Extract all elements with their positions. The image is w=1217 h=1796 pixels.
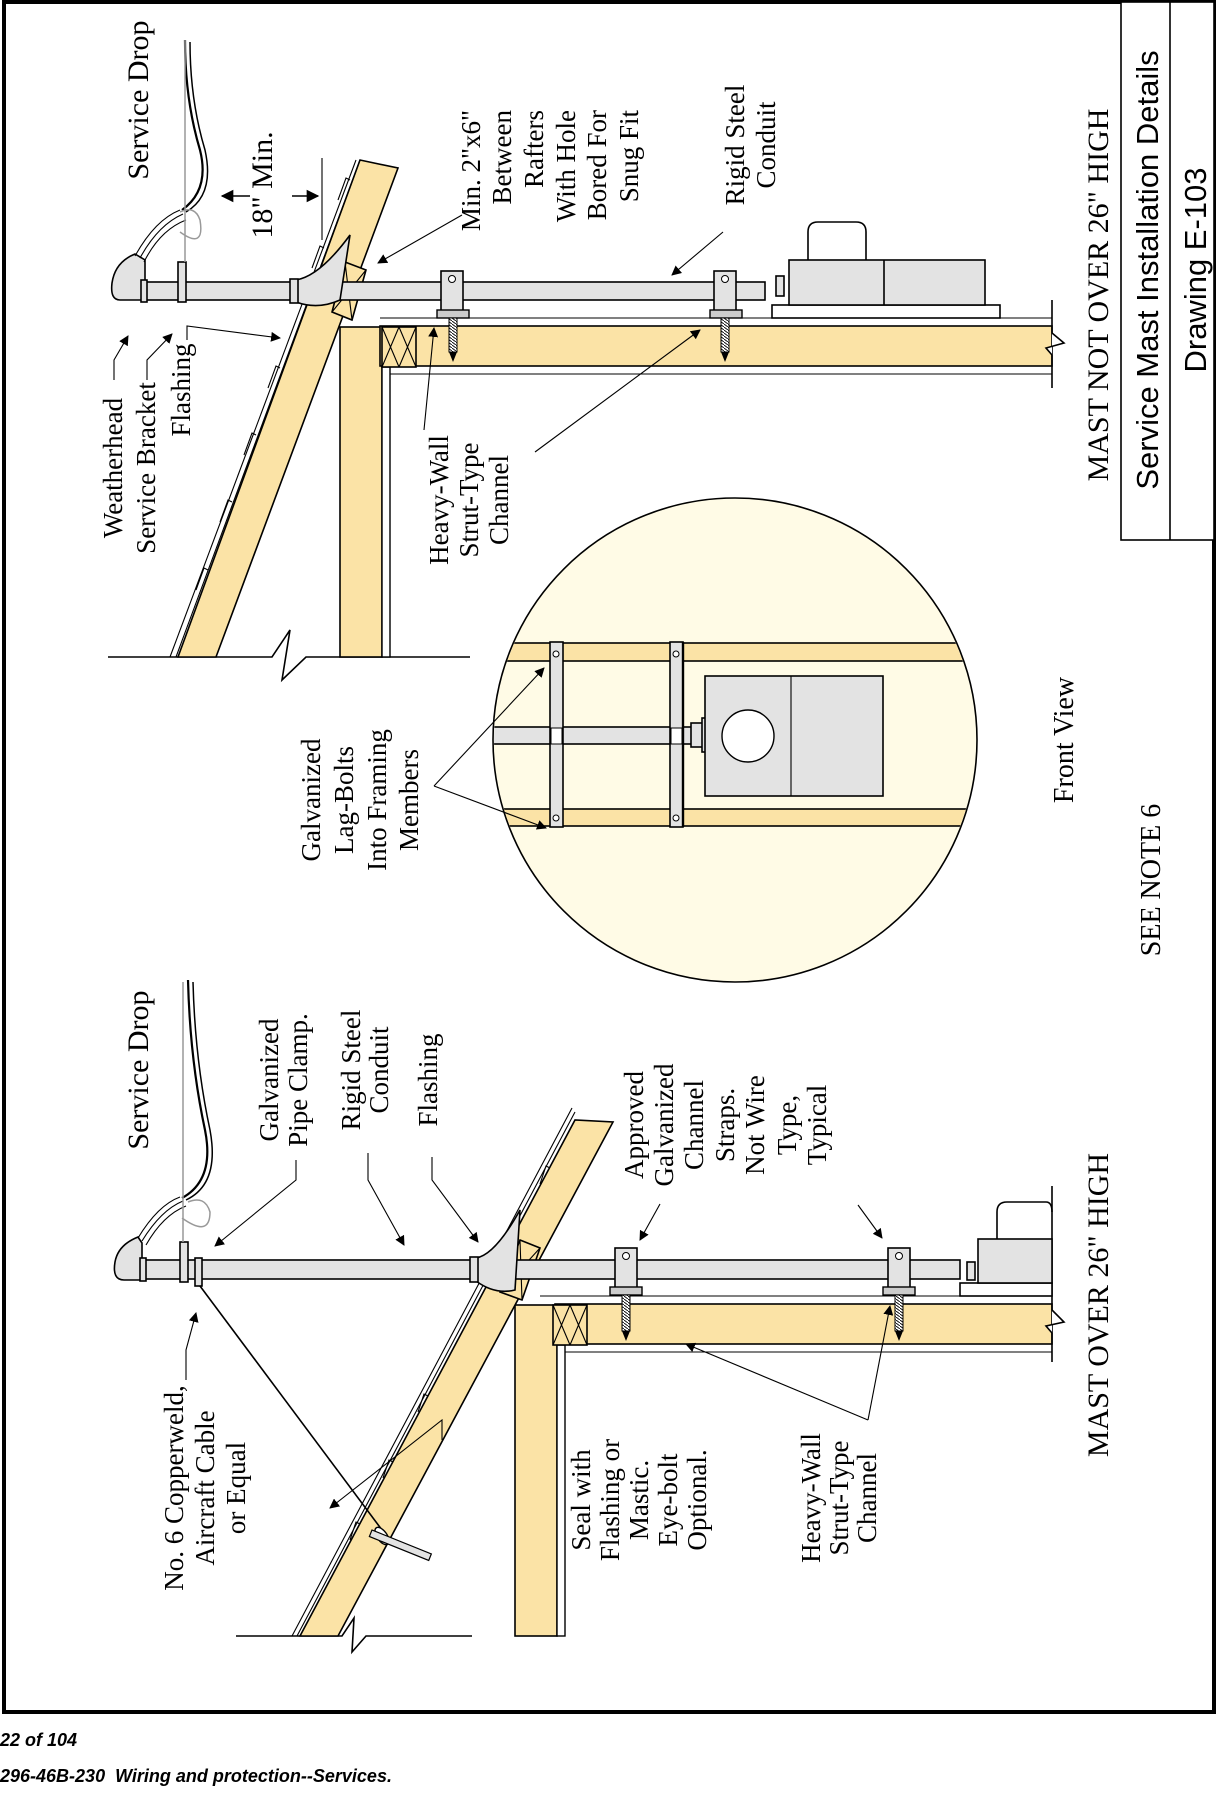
top-roofing bbox=[169, 159, 361, 658]
bottom-channel-strap-1 bbox=[609, 1247, 643, 1341]
top-channel-label-2: Strut-Type bbox=[454, 442, 484, 557]
top-ceiling-joist bbox=[379, 325, 1053, 367]
seal-line-5: Optional. bbox=[682, 1449, 712, 1550]
top-detail-caption: MAST NOT OVER 26" HIGH bbox=[1082, 109, 1115, 482]
straps-line-1: Approved bbox=[619, 1071, 649, 1179]
straps-line-2: Galvanized bbox=[649, 1063, 679, 1186]
bottom-channel-label: Heavy-Wall Strut-Type Channel bbox=[796, 1433, 882, 1563]
see-note: SEE NOTE 6 bbox=[1136, 804, 1167, 956]
top-detail: Service Drop 18" Min. Weatherhead Servic… bbox=[98, 20, 1115, 683]
bottom-channel-strap-2 bbox=[882, 1247, 916, 1341]
bottom-detail: Service Drop Galvanized Pipe Clamp. Rigi… bbox=[113, 979, 1115, 1655]
blocking-label: Min. 2"x6" Between Rafters With Hole Bor… bbox=[456, 110, 644, 232]
bottom-roofing bbox=[291, 1107, 576, 1637]
straps-line-7: Typical bbox=[802, 1085, 832, 1166]
top-weatherhead bbox=[110, 209, 187, 303]
galvanized-pipe-clamp bbox=[194, 1257, 203, 1287]
bottom-conduit-label-1: Rigid Steel bbox=[336, 1010, 366, 1131]
bottom-channel-line-2: Strut-Type bbox=[824, 1440, 854, 1555]
blocking-line-1: Min. 2"x6" bbox=[456, 110, 486, 231]
title-block: Service Mast Installation Details Drawin… bbox=[1120, 1, 1215, 541]
seal-label: Seal with Flashing or Mastic. Eye-bolt O… bbox=[566, 1439, 712, 1561]
top-flashing bbox=[295, 234, 351, 307]
front-view-caption: Front View bbox=[1049, 676, 1080, 803]
pipe-clamp-label-1: Galvanized bbox=[254, 1018, 284, 1141]
pipe-clamp-label-2: Pipe Clamp. bbox=[283, 1013, 313, 1147]
lag-bolts-line-1: Galvanized bbox=[296, 738, 326, 861]
bottom-top-plate bbox=[552, 1304, 588, 1346]
bottom-ground-line bbox=[236, 1615, 472, 1655]
guy-cable bbox=[199, 1285, 383, 1531]
bottom-flashing bbox=[475, 1209, 521, 1293]
bottom-conduit-label-2: Conduit bbox=[364, 1026, 394, 1114]
bottom-ceiling-joist bbox=[554, 1303, 1053, 1345]
blocking-line-2: Between bbox=[487, 110, 517, 205]
top-flashing-label: Flashing bbox=[166, 343, 196, 436]
top-joist-break bbox=[1044, 300, 1066, 388]
guy-cable-label: No. 6 Copperweld, Aircraft Cable or Equa… bbox=[159, 1385, 251, 1590]
seal-line-2: Flashing or bbox=[595, 1439, 625, 1561]
top-channel-strap-2 bbox=[709, 270, 743, 362]
guy-line-1: No. 6 Copperweld, bbox=[159, 1385, 189, 1590]
front-conduit bbox=[494, 726, 696, 745]
clearance-label: 18" Min. bbox=[246, 131, 279, 238]
lag-bolts-line-3: Into Framing bbox=[362, 729, 392, 871]
bottom-mast-conduit bbox=[141, 1259, 961, 1280]
bottom-detail-caption: MAST OVER 26" HIGH bbox=[1082, 1153, 1115, 1457]
seal-line-3: Mastic. bbox=[624, 1460, 654, 1540]
front-view-detail: Galvanized Lag-Bolts Into Framing Member… bbox=[296, 497, 1080, 983]
weatherhead-label: Weatherhead bbox=[98, 397, 128, 538]
drawing-number: Drawing E-103 bbox=[1178, 167, 1213, 372]
top-service-drop bbox=[181, 39, 204, 211]
page-number: 22 of 104 bbox=[0, 1730, 78, 1750]
top-channel-label-3: Channel bbox=[484, 455, 514, 545]
eye-bolt bbox=[368, 1529, 433, 1562]
straps-label: Approved Galvanized Channel Straps. Not … bbox=[619, 1063, 832, 1186]
top-channel-strap-1 bbox=[436, 270, 470, 362]
blocking-line-3: Rafters bbox=[519, 110, 549, 188]
lag-bolts-line-4: Members bbox=[394, 749, 424, 851]
blocking-line-4: With Hole bbox=[551, 110, 581, 222]
bottom-rafter bbox=[298, 1119, 615, 1637]
bottom-meter-base bbox=[959, 1201, 1053, 1297]
bottom-service-drop-label: Service Drop bbox=[122, 990, 155, 1149]
top-wall-stud bbox=[339, 326, 383, 658]
bottom-weatherhead bbox=[113, 1196, 187, 1282]
bottom-channel-line-1: Heavy-Wall bbox=[796, 1433, 826, 1563]
bottom-service-bracket bbox=[179, 1241, 189, 1283]
bottom-wall-stud bbox=[514, 1304, 558, 1637]
top-service-drop-label: Service Drop bbox=[122, 20, 155, 179]
guy-line-3: or Equal bbox=[221, 1442, 251, 1534]
guy-line-2: Aircraft Cable bbox=[190, 1410, 220, 1565]
straps-line-5: Not Wire bbox=[740, 1075, 770, 1175]
service-bracket-label: Service Bracket bbox=[131, 382, 161, 554]
lag-bolts-line-2: Lag-Bolts bbox=[329, 746, 359, 854]
top-conduit-label-1: Rigid Steel bbox=[720, 85, 750, 206]
blocking-line-6: Snug Fit bbox=[614, 110, 644, 203]
top-plate bbox=[381, 326, 417, 368]
straps-line-6: Type, bbox=[772, 1095, 802, 1155]
front-meter-socket bbox=[721, 709, 775, 763]
page-border bbox=[2, 0, 1216, 1714]
straps-line-3: Channel bbox=[679, 1080, 709, 1170]
bottom-flashing-label: Flashing bbox=[413, 1033, 443, 1126]
blocking-line-5: Bored For bbox=[582, 110, 612, 220]
seal-line-4: Eye-bolt bbox=[653, 1453, 683, 1546]
top-ground-line bbox=[108, 629, 470, 683]
top-service-bracket bbox=[177, 261, 187, 303]
top-conduit-label-2: Conduit bbox=[751, 101, 781, 189]
framing-member-lower bbox=[494, 808, 976, 827]
top-channel-label-1: Heavy-Wall bbox=[424, 435, 454, 565]
seal-line-1: Seal with bbox=[566, 1449, 596, 1551]
framing-member-upper bbox=[494, 642, 976, 662]
top-meter-base bbox=[771, 221, 1001, 319]
straps-line-4: Straps. bbox=[710, 1088, 740, 1162]
bottom-channel-line-3: Channel bbox=[852, 1453, 882, 1543]
bottom-service-drop bbox=[181, 979, 209, 1199]
section-title: 296-46B-230 Wiring and protection--Servi… bbox=[0, 1766, 392, 1786]
drawing-title: Service Mast Installation Details bbox=[1130, 50, 1165, 489]
